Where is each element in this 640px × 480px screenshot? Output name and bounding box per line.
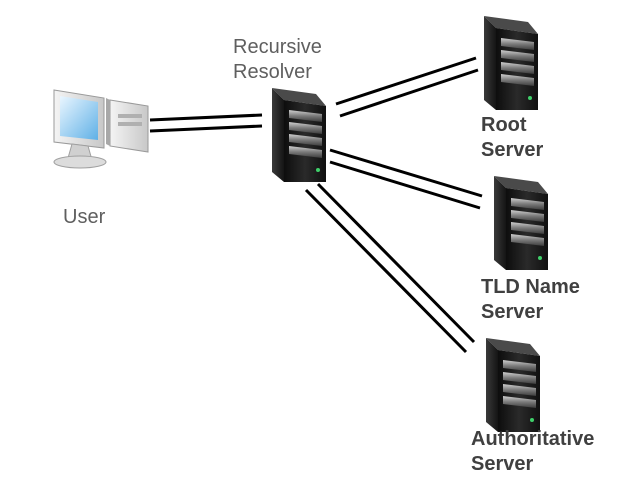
desktop-computer-icon [53,89,149,169]
root-server-label: Root Server [481,114,544,161]
server-tower-icon [272,88,326,182]
connector-resolver-tld [329,148,483,210]
server-tower-icon [484,16,538,110]
connector-resolver-root [335,56,479,118]
tld-name-server-label: TLD Name Server [481,276,580,323]
connector-resolver-authoritative [304,182,476,354]
authoritative-server-label: Authoritative Server [471,428,595,475]
connector-user-resolver [149,113,263,133]
user-label: User [63,206,106,228]
recursive-resolver-label: Recursive Resolver [233,36,322,83]
server-tower-icon [494,176,548,270]
server-tower-icon [486,338,540,432]
